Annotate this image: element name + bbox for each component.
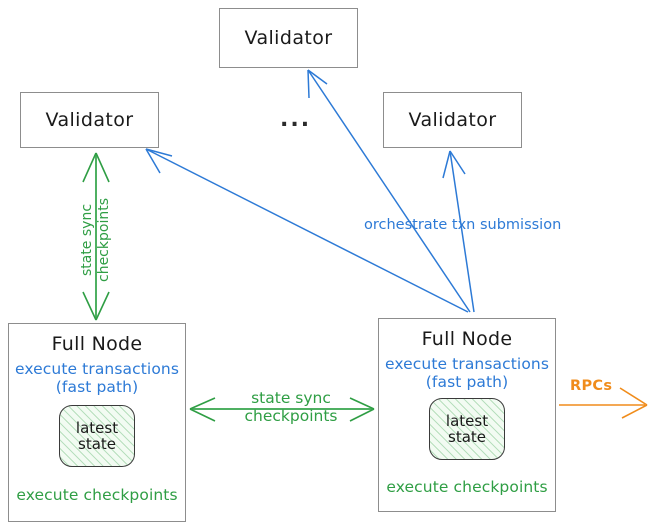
validator-top-label: Validator <box>244 27 333 49</box>
full-node-box-right[interactable]: Full Node execute transactions (fast pat… <box>378 318 556 512</box>
validator-box-top[interactable]: Validator <box>219 8 358 68</box>
edge-label-state-sync-checkpoints-horizontal: state sync checkpoints <box>232 389 350 426</box>
validator-box-left[interactable]: Validator <box>20 92 159 148</box>
full-node-right-execute-transactions: execute transactions (fast path) <box>384 355 550 391</box>
latest-state-box-right: latest state <box>429 398 505 461</box>
full-node-left-execute-transactions: execute transactions (fast path) <box>14 360 180 396</box>
full-node-left-title: Full Node <box>51 333 143 355</box>
left-sync-line2: checkpoints <box>96 198 112 282</box>
green-edge-state-sync-horizontal <box>189 397 375 422</box>
full-node-right-blue-line1: execute transactions <box>384 355 550 373</box>
left-sync-line1: state sync <box>79 203 96 277</box>
latest-state-right-line1: latest <box>445 411 489 430</box>
validator-right-label: Validator <box>408 109 497 131</box>
full-node-right-title: Full Node <box>421 328 513 350</box>
full-node-right-blue-line2: (fast path) <box>425 372 509 391</box>
edge-label-rpcs: RPCs <box>570 378 613 394</box>
full-node-right-execute-checkpoints: execute checkpoints <box>386 478 548 497</box>
validator-box-right[interactable]: Validator <box>383 92 522 148</box>
validator-left-label: Validator <box>45 109 134 131</box>
full-node-left-execute-checkpoints: execute checkpoints <box>16 486 178 505</box>
blue-edge-fullnode-to-validator-right <box>442 150 475 313</box>
latest-state-box-left: latest state <box>59 405 135 468</box>
orange-edge-rpcs <box>559 387 648 419</box>
full-node-box-left[interactable]: Full Node execute transactions (fast pat… <box>8 323 186 522</box>
blue-edge-fullnode-to-validator-left <box>145 148 469 313</box>
full-node-left-blue-line2: (fast path) <box>55 377 139 396</box>
ellipsis-more-validators: ... <box>280 107 312 132</box>
latest-state-left-line2: state <box>78 435 116 454</box>
green-edge-state-sync-vertical <box>82 152 110 321</box>
full-node-left-blue-line1: execute transactions <box>14 360 180 378</box>
edge-label-orchestrate-txn-submission: orchestrate txn submission <box>364 217 562 233</box>
edge-label-state-sync-checkpoints-vertical: state sync checkpoints <box>79 185 113 295</box>
latest-state-right-line2: state <box>448 428 486 447</box>
mid-sync-line2: checkpoints <box>244 406 338 425</box>
mid-sync-line1: state sync <box>251 389 331 407</box>
latest-state-left-line1: latest <box>75 418 119 437</box>
blue-edge-fullnode-to-validator-top <box>307 69 471 313</box>
